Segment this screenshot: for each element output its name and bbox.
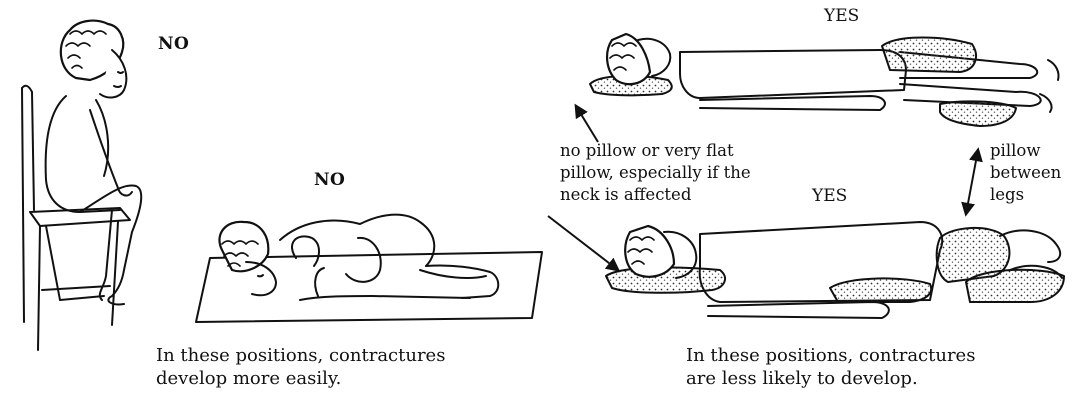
legs-note: pillow between legs	[990, 140, 1061, 206]
leg-pillow-lower	[940, 101, 1016, 126]
label-no-curled: NO	[314, 170, 345, 190]
lying-side-figure	[606, 222, 1064, 318]
chair	[22, 86, 130, 350]
leg-pillow-upper	[882, 38, 976, 73]
pillow-note: no pillow or very flat pillow, especiall…	[560, 140, 751, 206]
label-yes-side: YES	[812, 186, 847, 206]
arrow-to-top-pillow	[576, 106, 598, 142]
arrow-between-legs	[966, 150, 978, 214]
sitting-child-figure	[22, 21, 141, 350]
lying-back-figure	[590, 34, 1059, 126]
caption-right: In these positions, contractures are les…	[686, 344, 975, 390]
side-pillow-lower	[830, 278, 931, 302]
label-yes-back: YES	[824, 6, 859, 26]
arrow-to-side-pillow	[548, 216, 618, 270]
curled-child-figure	[196, 215, 542, 322]
caption-left: In these positions, contractures develop…	[156, 344, 445, 390]
label-no-sitting: NO	[158, 34, 189, 54]
side-pillow-feet	[966, 270, 1064, 302]
